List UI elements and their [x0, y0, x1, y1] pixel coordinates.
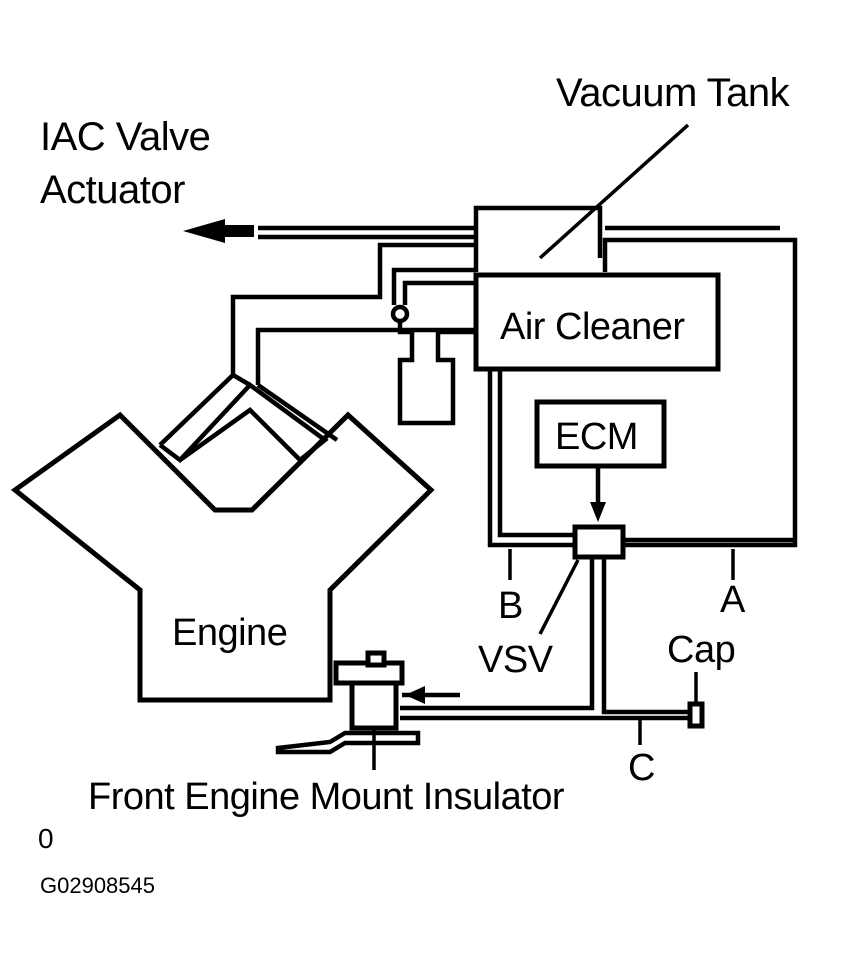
air-cleaner-label: Air Cleaner	[500, 306, 685, 348]
iac-flow-arrow	[183, 219, 254, 243]
figure-id: G02908545	[40, 873, 155, 898]
port-c-label: C	[628, 747, 655, 789]
check-valve	[390, 304, 476, 426]
engine-label: Engine	[172, 612, 287, 654]
vsv	[572, 524, 626, 560]
vacuum-tank	[473, 205, 798, 548]
air-cleaner-outlet	[487, 369, 575, 548]
line-c	[400, 557, 705, 745]
air-cleaner: Air Cleaner	[473, 272, 721, 372]
port-a-label: A	[720, 579, 746, 621]
cap-label: Cap	[667, 629, 735, 671]
intake-pipes	[158, 242, 476, 447]
front-engine-mount	[275, 650, 460, 770]
port-b-label: B	[498, 585, 523, 627]
ecm-label: ECM	[555, 416, 638, 458]
iac-supply-pipe	[258, 225, 476, 240]
figure-mark: 0	[38, 823, 54, 854]
ecm: ECM	[534, 399, 667, 469]
iac-valve-label-line2: Actuator	[40, 168, 185, 212]
port-lines	[508, 537, 795, 635]
vacuum-tank-label: Vacuum Tank	[556, 71, 791, 115]
front-engine-mount-label: Front Engine Mount Insulator	[88, 776, 565, 818]
vsv-label: VSV	[478, 639, 554, 681]
engine: Engine	[10, 373, 435, 703]
vacuum-tank-leader	[538, 123, 690, 260]
iac-valve-label-line1: IAC Valve	[40, 115, 210, 159]
ecm-signal-arrow	[590, 466, 606, 522]
